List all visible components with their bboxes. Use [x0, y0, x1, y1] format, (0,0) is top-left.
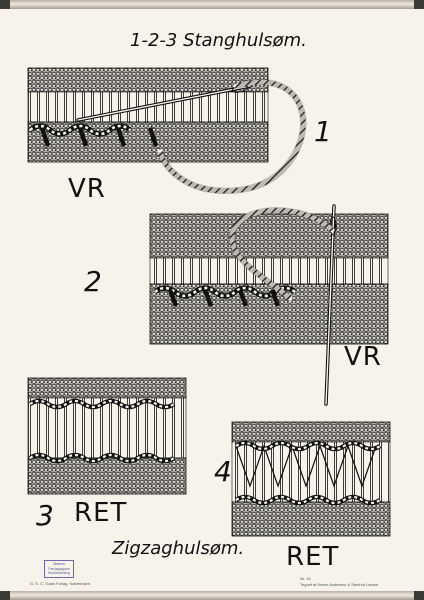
panel-3-fabric [27, 377, 187, 495]
top-hanging-rail [0, 0, 424, 9]
panel-1-needle-and-thread [76, 79, 307, 195]
library-stamp: Statens Pædagogiske Studiesamling [44, 560, 74, 578]
rail-cap-right [414, 0, 424, 9]
panel-4-zigzag-stitches [234, 440, 382, 506]
panel-1-number: 1 [314, 115, 332, 148]
poster-subtitle: Zigzaghulsøm. [112, 538, 245, 559]
rail-cap-bottom-left [0, 591, 10, 600]
rail-cap-left [0, 0, 10, 9]
panel-1-label: VR [68, 174, 106, 204]
panel-2-needle-and-thread [228, 204, 337, 406]
panel-2-label: VR [344, 342, 382, 372]
rail-cap-bottom-right [414, 591, 424, 600]
publisher-imprint: G. E. C. Gads Forlag, København [30, 581, 91, 586]
panel-1-fabric [27, 67, 269, 163]
panel-3-number: 3 [36, 499, 54, 532]
poster-title: 1-2-3 Stanghulsøm. [130, 30, 307, 51]
bottom-hanging-rail [0, 591, 424, 600]
panel-4-label: RET [286, 542, 340, 572]
panel-3-label: RET [74, 498, 128, 528]
panel-2-number: 2 [84, 265, 102, 298]
panel-1-stitches [28, 123, 159, 147]
plate-code: Nr. 16 [300, 576, 311, 581]
panel-2-stitches [153, 285, 297, 307]
panel-4-fabric [231, 421, 391, 537]
panel-4-number: 4 [214, 455, 232, 488]
printer-imprint: Tegnet af Karen Andersen & Stenhof Larse… [300, 582, 379, 587]
panel-3-bar-stitches [28, 398, 176, 464]
